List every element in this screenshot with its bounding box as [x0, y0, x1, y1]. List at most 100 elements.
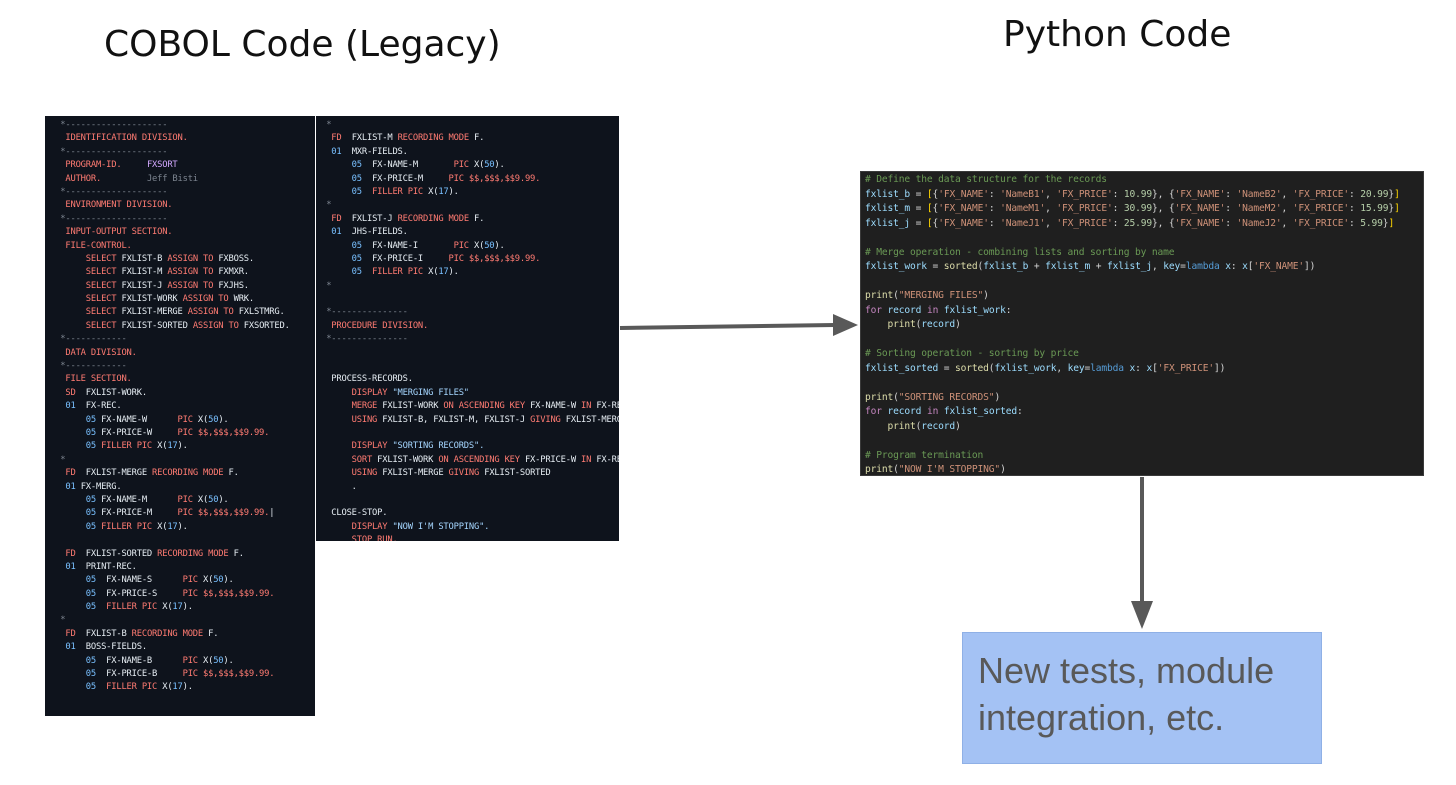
code-token: for [865, 304, 882, 316]
code-token: PIC [453, 160, 474, 171]
code-token: , [1281, 203, 1293, 214]
code-token: x [1225, 261, 1231, 272]
python-code-panel: # Define the data structure for the reco… [860, 171, 1424, 476]
code-token: "SORTING RECORDS". [392, 441, 485, 452]
code-token: : [1135, 362, 1147, 374]
code-token: [ [926, 203, 933, 214]
code-token: FXSORTED. [243, 320, 290, 331]
code-token: ). [494, 160, 505, 171]
code-token: 01 [45, 401, 86, 412]
code-token: : [1005, 304, 1012, 316]
code-line: 05 FILLER PIC X(17). [45, 521, 315, 534]
code-token: record [921, 420, 956, 432]
code-token: "MERGING FILES" [392, 387, 469, 398]
code-token: *-------------------- [45, 120, 168, 130]
code-line: USING FXLIST-MERGE GIVING FXLIST-SORTED [316, 467, 619, 480]
code-token: fxlist_j [865, 217, 911, 229]
code-token: PIC $$,$$$,$$9.99. [177, 427, 270, 438]
code-token: = [910, 217, 927, 229]
code-token: 05 [45, 441, 102, 452]
code-token: X( [197, 414, 209, 425]
code-line: FD FXLIST-J RECORDING MODE F. [316, 213, 619, 226]
code-token: RECORDING MODE [152, 468, 229, 479]
code-token: X( [157, 441, 168, 452]
code-token: PIC $$,$$$,$$9.99. [182, 669, 275, 680]
code-line: # Merge operation - combining lists and … [865, 246, 1423, 261]
code-token: FXLIST-B [85, 628, 132, 639]
code-line: 01 JHS-FIELDS. [316, 226, 619, 239]
code-line: fxlist_work = sorted(fxlist_b + fxlist_m… [865, 260, 1423, 275]
cobol-title: COBOL Code (Legacy) [104, 24, 501, 65]
code-token: }, { [1152, 188, 1175, 200]
code-token: FX-PRICE-W [524, 454, 582, 465]
code-token: GIVING [530, 414, 566, 425]
code-token: 'NameM1' [1000, 203, 1046, 214]
code-line: 05 FX-PRICE-W PIC $$,$$$,$$9.99. [45, 427, 315, 440]
code-token: # Define the data structure for the reco… [865, 174, 1107, 185]
code-token: }, { [1152, 203, 1175, 214]
code-token: : [1016, 406, 1023, 417]
code-line: 05 FILLER PIC X(17). [316, 266, 619, 279]
code-token: FXLIST-B, FXLIST-M, FXLIST-J [382, 414, 531, 425]
code-token: FX-PRICE-M [372, 173, 449, 184]
code-token: = [1084, 362, 1091, 374]
code-token: PIC [177, 414, 198, 425]
code-token: FILLER PIC [106, 682, 163, 693]
code-line: 05 FX-NAME-I PIC X(50). [316, 240, 619, 253]
code-token: CLOSE-STOP. [316, 508, 388, 519]
code-token: DISPLAY [316, 521, 393, 532]
code-token: AUTHOR. [45, 173, 102, 184]
code-token: FXLIST-J [351, 213, 398, 224]
code-token: FD [45, 468, 86, 479]
code-token: FD [316, 133, 352, 144]
code-token: FXJHS. [218, 280, 249, 291]
code-token: ASSIGN TO [182, 294, 234, 305]
code-line: print("SORTING RECORDS") [865, 391, 1423, 406]
next-steps-line-1: New tests, module [978, 650, 1275, 691]
code-line: 05 FILLER PIC X(17). [316, 186, 619, 199]
code-token: , [1056, 362, 1068, 374]
code-token: 50 [208, 494, 219, 505]
code-line: SD FXLIST-WORK. [45, 387, 315, 400]
code-line: fxlist_j = [{'FX_NAME': 'NameJ1', 'FX_PR… [865, 217, 1423, 232]
code-token: 05 [316, 240, 373, 251]
code-line: * [316, 280, 619, 293]
code-line: 05 FX-NAME-M PIC X(50). [45, 494, 315, 507]
code-token: RECORDING MODE [397, 133, 475, 144]
code-token: ). [182, 682, 193, 693]
next-steps-line-2: integration, etc. [978, 697, 1225, 738]
code-token: 'FX_NAME' [1174, 188, 1226, 200]
code-line: SELECT FXLIST-WORK ASSIGN TO WRK. [45, 293, 315, 306]
code-token: 05 [316, 173, 373, 184]
code-token: ). [494, 240, 505, 251]
code-token: # Merge operation - combining lists and … [865, 246, 1175, 258]
code-line: # Sorting operation - sorting by price [865, 347, 1423, 362]
code-token: PROGRAM-ID. [45, 160, 122, 171]
code-token: STOP RUN. [316, 535, 398, 541]
code-token: 50 [213, 575, 224, 586]
code-token: }, { [1152, 217, 1175, 229]
code-token: X( [474, 160, 485, 171]
code-token: GIVING [448, 468, 485, 479]
code-line: *-------------------- [45, 186, 315, 199]
arrow-head-down [1131, 601, 1153, 629]
code-token: 17 [167, 441, 178, 452]
code-line: *-------------------- [45, 146, 315, 159]
code-token: "MERGING FILES" [898, 290, 984, 301]
code-line: PROGRAM-ID. FXSORT [45, 159, 315, 172]
code-token: , [1281, 188, 1293, 200]
code-token: : [1112, 203, 1124, 214]
code-token: [ [1247, 261, 1254, 272]
code-token: X( [157, 521, 168, 532]
code-line: CLOSE-STOP. [316, 507, 619, 520]
code-token: FX-NAME-B [106, 655, 183, 666]
code-token: FXLIST-SORTED [484, 468, 551, 479]
code-token: SELECT [85, 280, 122, 291]
code-token: ]) [1213, 362, 1226, 374]
code-token: ]) [1304, 261, 1316, 272]
code-line: 05 FX-PRICE-M PIC $$,$$$,$$9.99.| [45, 507, 315, 520]
code-token: 'FX_PRICE' [1292, 217, 1350, 229]
code-token: ) [1000, 464, 1006, 475]
code-token: 05 [45, 427, 102, 438]
code-token: 05 [316, 253, 373, 264]
